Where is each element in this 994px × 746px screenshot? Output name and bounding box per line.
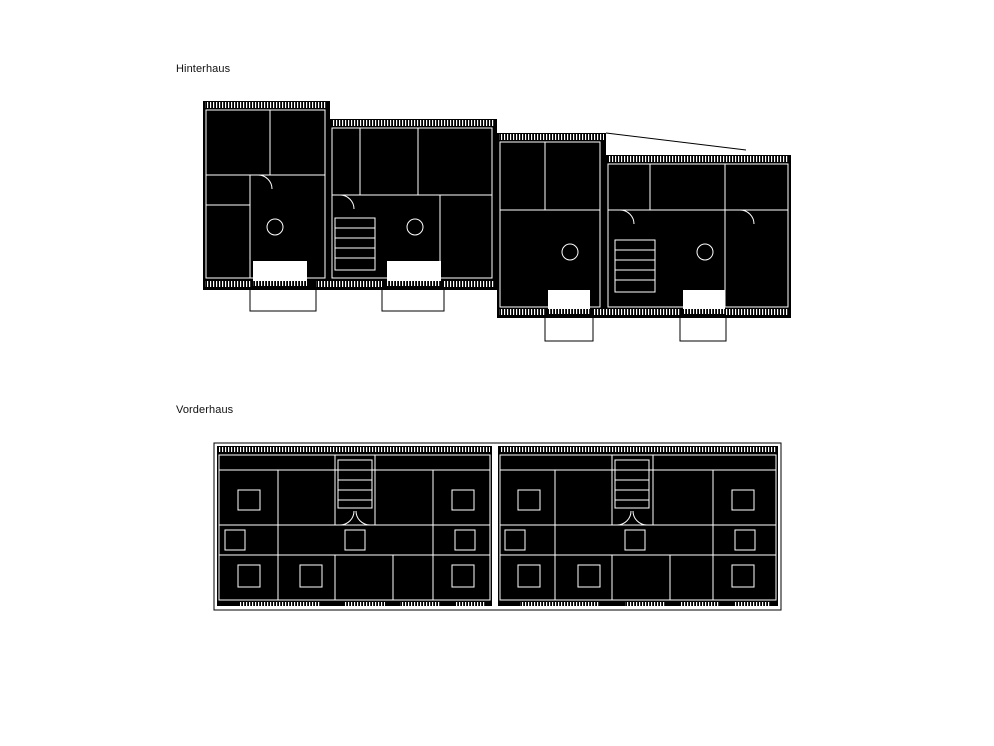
wall-hatching (205, 102, 789, 315)
roof-outline (605, 132, 747, 151)
vorderhaus-interior-walls (218, 454, 777, 601)
plan-title-vorderhaus: Vorderhaus (176, 404, 234, 416)
hinterhaus-plan (203, 101, 791, 342)
vorderhaus-plan (213, 442, 782, 611)
hinterhaus-building (203, 101, 791, 318)
interior-walls (205, 109, 789, 308)
vorderhaus-building (217, 446, 778, 606)
plan-title-hinterhaus: Hinterhaus (176, 63, 231, 75)
